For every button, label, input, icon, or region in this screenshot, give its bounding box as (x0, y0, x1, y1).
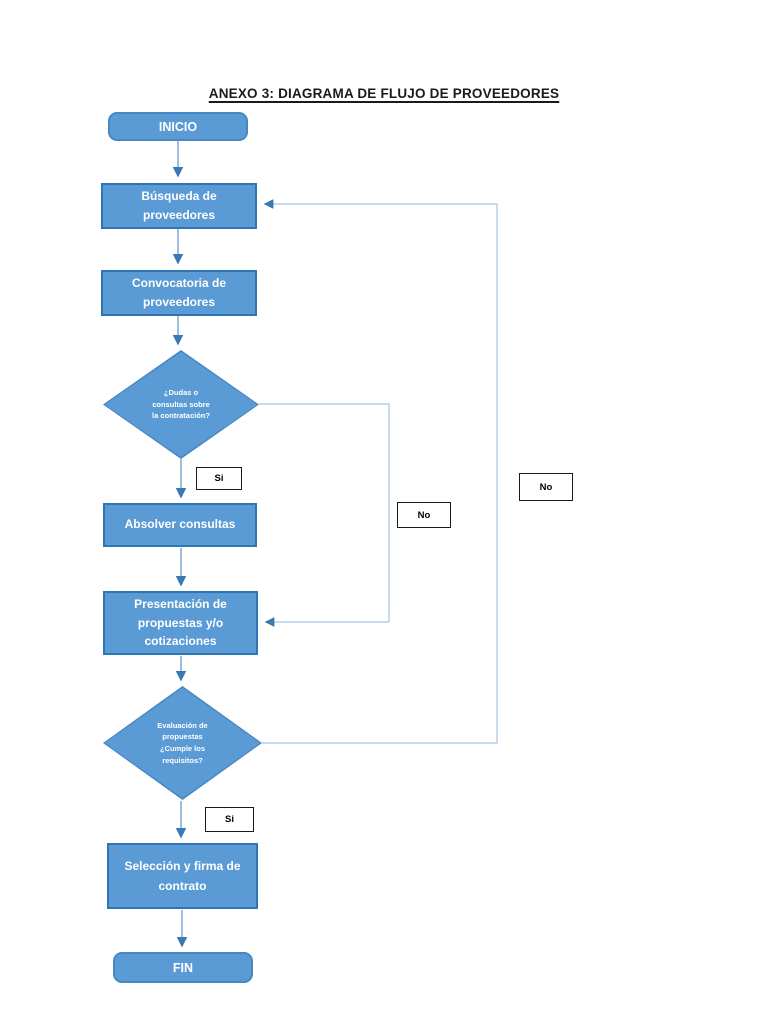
branch-label-si-1-text: Si (214, 473, 224, 484)
flow-node-busqueda-label: Búsqueda de proveedores (141, 188, 217, 222)
flow-node-convocatoria: Convocatoria de proveedores (101, 270, 257, 316)
flow-node-inicio-label: INICIO (158, 119, 198, 134)
page-title-text: ANEXO 3: DIAGRAMA DE FLUJO DE PROVEEDORE… (208, 86, 560, 101)
flow-node-absolver: Absolver consultas (103, 503, 257, 547)
branch-label-no-2: No (519, 473, 573, 501)
flow-node-absolver-label: Absolver consultas (124, 517, 236, 532)
flow-node-dudas-label: ¿Dudas o consultas sobre la contratación… (152, 388, 210, 421)
flow-node-fin: FIN (113, 952, 253, 983)
flow-node-presentacion: Presentación de propuestas y/o cotizacio… (103, 591, 258, 655)
branch-label-no-1-text: No (417, 509, 431, 521)
flow-node-evaluacion-label: Evaluación de propuestas ¿Cumple los req… (157, 720, 208, 765)
branch-label-si-1: Si (196, 467, 242, 490)
flow-node-seleccion-label: Selección y firma de contrato (124, 858, 241, 893)
connector-no-loop-dudas-presentacion (259, 403, 390, 627)
flow-node-evaluacion-text: Evaluación de propuestas ¿Cumple los req… (103, 686, 262, 800)
connector-no-loop-evaluacion-busqueda (262, 199, 498, 744)
branch-label-no-1: No (397, 502, 451, 528)
flow-node-presentacion-label: Presentación de propuestas y/o cotizacio… (134, 597, 227, 649)
branch-label-si-2-text: Si (225, 814, 234, 825)
branch-label-no-2-text: No (539, 481, 553, 493)
flow-node-inicio: INICIO (108, 112, 248, 141)
page-title: ANEXO 3: DIAGRAMA DE FLUJO DE PROVEEDORE… (0, 86, 768, 101)
flow-node-seleccion: Selección y firma de contrato (107, 843, 258, 909)
flow-node-fin-label: FIN (172, 960, 194, 975)
flow-node-busqueda: Búsqueda de proveedores (101, 183, 257, 229)
flow-node-dudas-text: ¿Dudas o consultas sobre la contratación… (103, 350, 259, 459)
branch-label-si-2: Si (205, 807, 254, 832)
flow-node-convocatoria-label: Convocatoria de proveedores (131, 275, 227, 309)
